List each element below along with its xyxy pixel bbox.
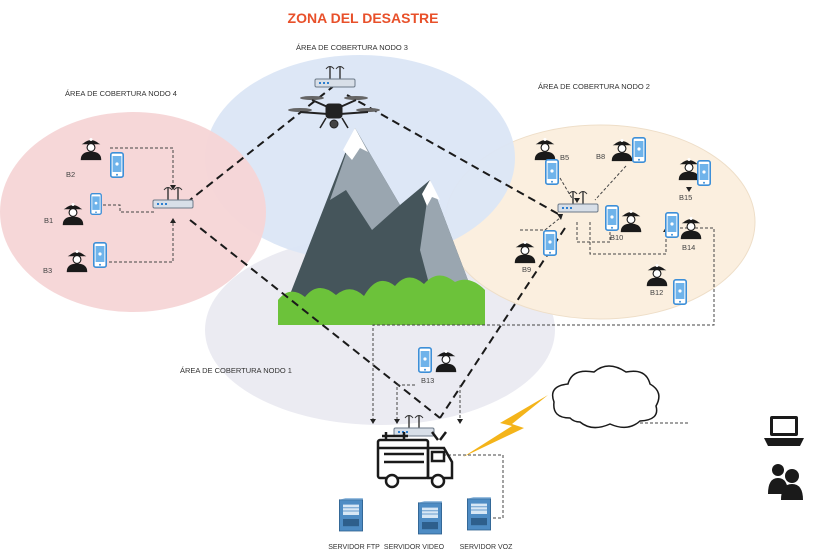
diagram-title: ZONA DEL DESASTRE (288, 10, 439, 26)
ftp-server-icon (339, 497, 363, 532)
users-icon (768, 464, 803, 500)
arrowheads (170, 185, 692, 424)
phone-b13-icon (418, 347, 432, 373)
phone-b15-icon (697, 160, 711, 186)
area-label-node3: ÁREA DE COBERTURA NODO 3 (296, 43, 408, 52)
label-server-voz: SERVIDOR VOZ (460, 544, 513, 551)
phone-b14-icon (665, 212, 679, 238)
label-b8: B8 (596, 152, 605, 161)
phone-b10-icon (605, 205, 619, 231)
drone-icon (288, 96, 380, 129)
label-b14: B14 (682, 243, 695, 252)
voice-server-icon (467, 496, 491, 531)
phone-b8-icon (632, 137, 646, 163)
phone-b9-icon (543, 230, 557, 256)
access-links (103, 147, 715, 519)
label-server-video: SERVIDOR VIDEO (384, 544, 445, 551)
label-b5: B5 (560, 153, 569, 162)
label-b2: B2 (66, 170, 75, 179)
video-server-icon (418, 500, 442, 535)
label-b3: B3 (43, 266, 52, 275)
internet-cloud-icon (551, 365, 660, 429)
phone-b2-icon (110, 152, 124, 178)
label-b15: B15 (679, 193, 692, 202)
phone-b12-icon (673, 279, 687, 305)
label-b1: B1 (44, 216, 53, 225)
phone-b1-icon (90, 193, 102, 215)
mountain-illustration (278, 128, 485, 325)
lightning-bolt-icon (463, 395, 548, 457)
label-b9: B9 (522, 265, 531, 274)
label-b10: B10 (610, 233, 623, 242)
label-b13: B13 (421, 376, 434, 385)
area-label-node1: ÁREA DE COBERTURA NODO 1 (180, 366, 292, 375)
label-server-ftp: SERVIDOR FTP (328, 544, 380, 551)
phone-b3-icon (93, 242, 107, 268)
area-label-node4: ÁREA DE COBERTURA NODO 4 (65, 89, 177, 98)
laptop-icon (764, 416, 804, 446)
label-b12: B12 (650, 288, 663, 297)
phone-b5-icon (545, 159, 559, 185)
area-label-node2: ÁREA DE COBERTURA NODO 2 (538, 82, 650, 91)
fire-truck-icon (376, 431, 454, 489)
